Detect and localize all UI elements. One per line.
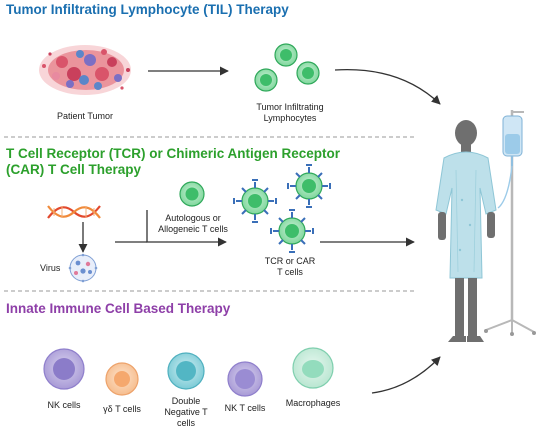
gamma-delta-t-cell-icon [105,362,139,396]
section-title-innate: Innate Immune Cell Based Therapy [6,301,231,316]
lymphocyte-icon [254,68,278,92]
car-t-cell-icon [287,164,331,208]
label-innate-cell: NK T cells [224,403,266,413]
section-title-tcr-line1: T Cell Receptor (TCR) or Chimeric Antige… [6,146,341,161]
label-innate-cell: Negative T [164,407,208,417]
double-negative-t-cell-icon [167,352,205,390]
car-t-cell-icon [233,179,277,223]
label-innate-cell: NK cells [47,400,81,410]
label-innate-cell: cells [176,418,195,428]
dna-icon [47,205,101,219]
lymphocyte-icon [296,61,320,85]
label-innate-cell: Macrophages [285,398,341,408]
tumor-icon [39,45,131,95]
label-innate-cell: Double [171,396,201,406]
label-virus: Virus [40,263,61,273]
patient-icon [435,120,497,342]
car-t-cell-icon [270,209,314,253]
nk-cell-icon [43,348,85,390]
nk-t-cell-icon [227,361,263,397]
macrophage-icon [292,347,334,389]
label-car-line1: TCR or CAR [264,256,316,266]
label-tcell-line1: Autologous or [165,213,221,223]
arrow [334,68,441,105]
section-title-til: Tumor Infiltrating Lymphocyte (TIL) Ther… [6,2,289,17]
label-patient-tumor: Patient Tumor [56,111,114,121]
lymphocyte-icon [179,181,205,207]
iv-drip-icon [484,110,536,336]
section-title-tcr-line2: (CAR) T Cell Therapy [6,162,142,177]
label-tcell-line2: Allogeneic T cells [158,224,228,234]
arrow [371,356,441,394]
virus-icon [68,253,98,283]
label-til-line1: Tumor Infiltrating [256,102,324,112]
lymphocyte-icon [274,43,298,67]
label-innate-cell: γδ T cells [103,404,141,414]
label-car-line2: T cells [277,267,303,277]
label-til-line2: Lymphocytes [263,113,317,123]
